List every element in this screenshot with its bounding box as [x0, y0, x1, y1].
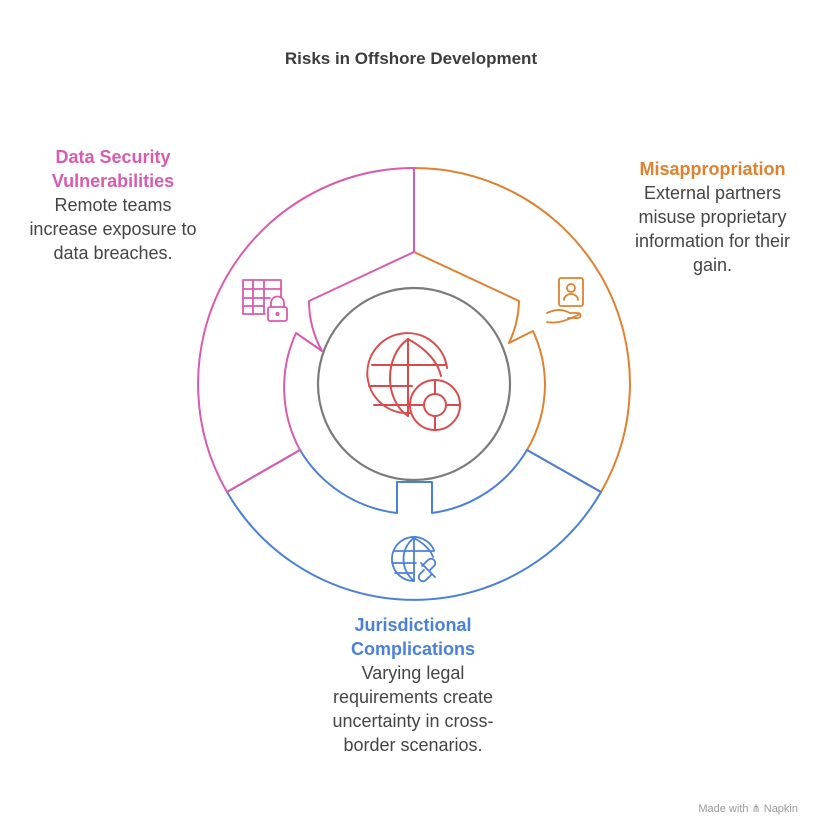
- napkin-logo-icon: ⋔: [751, 803, 761, 815]
- jurisdictional-description: Varying legal requirements create uncert…: [332, 663, 494, 755]
- spreadsheet-lock-icon: [242, 279, 288, 322]
- globe-with-lifebuoy-icon: [366, 332, 461, 431]
- segment-jurisdictional: [226, 449, 602, 601]
- made-with-label: Made with: [698, 803, 749, 815]
- center-circle: [316, 286, 512, 482]
- globe-link-icon: [391, 536, 437, 583]
- segment-misappropriation: [413, 167, 631, 493]
- data-security-block: Data Security Vulnerabilities Remote tea…: [20, 145, 206, 265]
- data-security-description: Remote teams increase exposure to data b…: [29, 195, 197, 263]
- misappropriation-description: External partners misuse proprietary inf…: [634, 183, 791, 275]
- diagram-title: Risks in Offshore Development: [284, 49, 538, 68]
- segment-data-security: [197, 167, 415, 493]
- contact-card-hand-icon: [546, 277, 584, 324]
- misappropriation-block: Misappropriation External partners misus…: [620, 157, 805, 277]
- brand-name: Napkin: [763, 803, 798, 815]
- misappropriation-heading: Misappropriation: [639, 159, 786, 179]
- data-security-heading: Data Security Vulnerabilities: [51, 147, 175, 191]
- made-with-napkin-footer[interactable]: Made with ⋔Napkin: [698, 802, 798, 815]
- jurisdictional-heading: Jurisdictional Complications: [350, 615, 475, 659]
- jurisdictional-block: Jurisdictional Complications Varying leg…: [318, 613, 508, 757]
